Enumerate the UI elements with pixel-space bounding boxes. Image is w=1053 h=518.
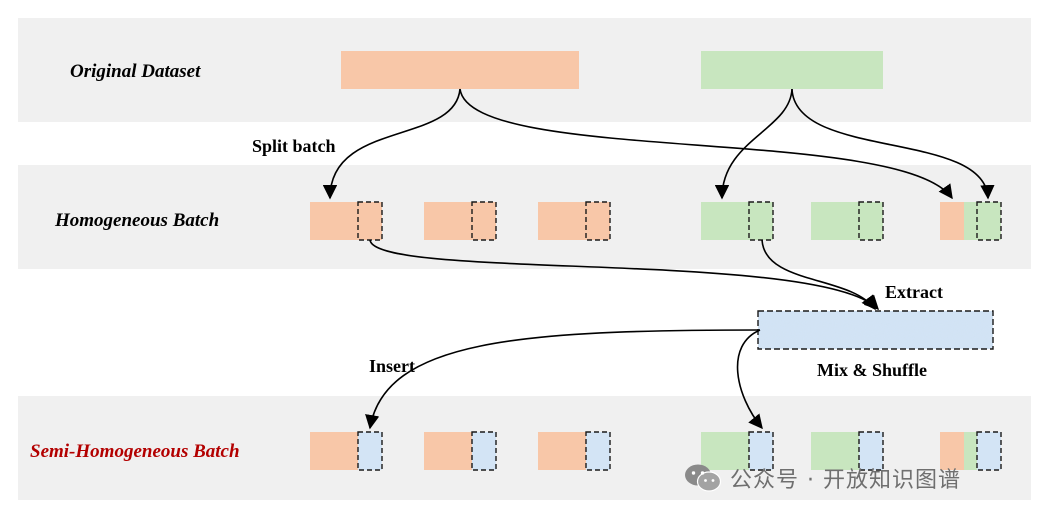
- homog-batch-orange-2: [424, 202, 496, 240]
- extract-arrow-green: [761, 239, 876, 311]
- insert-arrow-green: [736, 329, 763, 430]
- homog-dashed-slot-4: [748, 201, 774, 241]
- row-label-original: Original Dataset: [70, 61, 201, 82]
- homog-batch-mixed-orange-part: [940, 202, 964, 240]
- flow-arrows: [322, 88, 995, 430]
- step-label-mix: Mix & Shuffle: [817, 360, 927, 380]
- extracted-pool-texture: [758, 311, 993, 349]
- homog-batch-orange-3: [538, 202, 610, 240]
- step-label-extract: Extract: [885, 282, 943, 302]
- semi-inserted-slot-4: [748, 431, 774, 471]
- homog-batch-green-2: [811, 202, 883, 240]
- split-arrow-green-to-mixed: [791, 88, 995, 200]
- homog-dashed-slot-2: [471, 201, 497, 241]
- split-arrow-orange-to-first: [322, 88, 461, 200]
- homogeneous-batches: [310, 201, 1002, 241]
- step-label-split: Split batch: [252, 136, 336, 156]
- split-arrow-green-to-first: [714, 88, 793, 200]
- homog-dashed-slot-6: [976, 201, 1002, 241]
- homog-dashed-slot-5: [858, 201, 884, 241]
- semi-inserted-slot-1: [357, 431, 383, 471]
- original-block-green: [701, 51, 883, 89]
- step-label-insert: Insert: [369, 356, 415, 376]
- wechat-icon: [685, 464, 722, 492]
- semi-inserted-slot-3: [585, 431, 611, 471]
- extract-arrow-orange: [369, 239, 880, 311]
- watermark-text: 公众号 · 开放知识图谱: [730, 468, 961, 493]
- homog-batch-mixed-green-part: [964, 202, 1001, 240]
- watermark: 公众号 · 开放知识图谱: [684, 458, 961, 498]
- homog-dashed-slot-3: [585, 201, 611, 241]
- insert-arrow-first: [365, 329, 761, 430]
- semi-batch-mixed-orange-part: [940, 432, 964, 470]
- semi-inserted-slot-5: [858, 431, 884, 471]
- row-label-semi: Semi-Homogeneous Batch: [30, 441, 240, 462]
- semi-inserted-slot-2: [471, 431, 497, 471]
- original-block-orange: [341, 51, 579, 89]
- homog-batch-green-1: [701, 202, 773, 240]
- split-arrow-orange-to-mixed: [459, 88, 953, 200]
- row-label-homogeneous: Homogeneous Batch: [54, 210, 219, 231]
- semi-inserted-slot-6: [976, 431, 1002, 471]
- semi-homogeneous-batches: [310, 431, 1002, 471]
- homog-batch-orange-1: [310, 202, 382, 240]
